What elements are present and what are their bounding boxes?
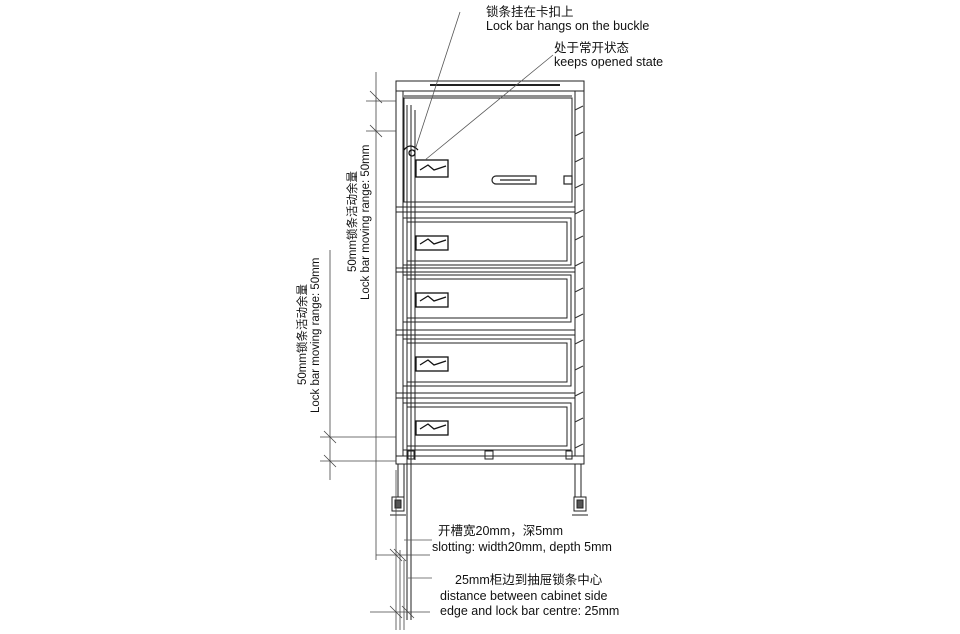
annotation-slotting-cn: 开槽宽20mm，深5mm	[438, 523, 563, 538]
annotation-distance-en-1: distance between cabinet side	[440, 589, 608, 603]
lock-latch-icon	[415, 292, 449, 308]
drawer-2	[402, 274, 572, 323]
annotation-lock-bar-hangs-en: Lock bar hangs on the buckle	[486, 19, 649, 33]
annotation-lock-bar-hangs-cn: 锁条挂在卡扣上	[486, 4, 574, 19]
drawer-dividers	[396, 206, 575, 399]
lock-latch-icon	[415, 235, 449, 251]
lock-latch-icon	[415, 420, 449, 436]
door-handle-icon	[491, 175, 573, 185]
annotation-slotting-en: slotting: width20mm, depth 5mm	[432, 540, 612, 554]
caster-wheel-icon	[572, 496, 588, 516]
dimension-lines	[320, 72, 430, 630]
annotation-distance-cn: 25mm柜边到抽屉锁条中心	[455, 572, 603, 587]
top-door	[403, 95, 573, 203]
lock-bar	[406, 105, 416, 620]
cabinet-frame	[395, 80, 585, 497]
leader-lines	[404, 11, 554, 579]
annotation-keeps-opened-cn: 处于常开状态	[554, 41, 629, 55]
lock-latch-icon	[403, 145, 449, 178]
drawer-4	[402, 402, 572, 451]
drawer-1	[402, 217, 572, 266]
lock-latch-icon	[415, 356, 449, 372]
side-panel-hatching	[574, 105, 584, 449]
drawer-3	[402, 338, 572, 387]
annotation-distance-en-2: edge and lock bar centre: 25mm	[440, 604, 619, 618]
annotation-inner-range-en: Lock bar moving range: 50mm	[360, 145, 372, 300]
annotation-outer-range-en: Lock bar moving range: 50mm	[310, 258, 322, 413]
caster-wheel-icon	[390, 496, 406, 516]
annotation-keeps-opened-en: keeps opened state	[554, 55, 663, 69]
annotation-outer-range-cn: 50mm锁条活动余量	[295, 284, 309, 385]
annotation-inner-range-cn: 50mm锁条活动余量	[345, 171, 359, 272]
